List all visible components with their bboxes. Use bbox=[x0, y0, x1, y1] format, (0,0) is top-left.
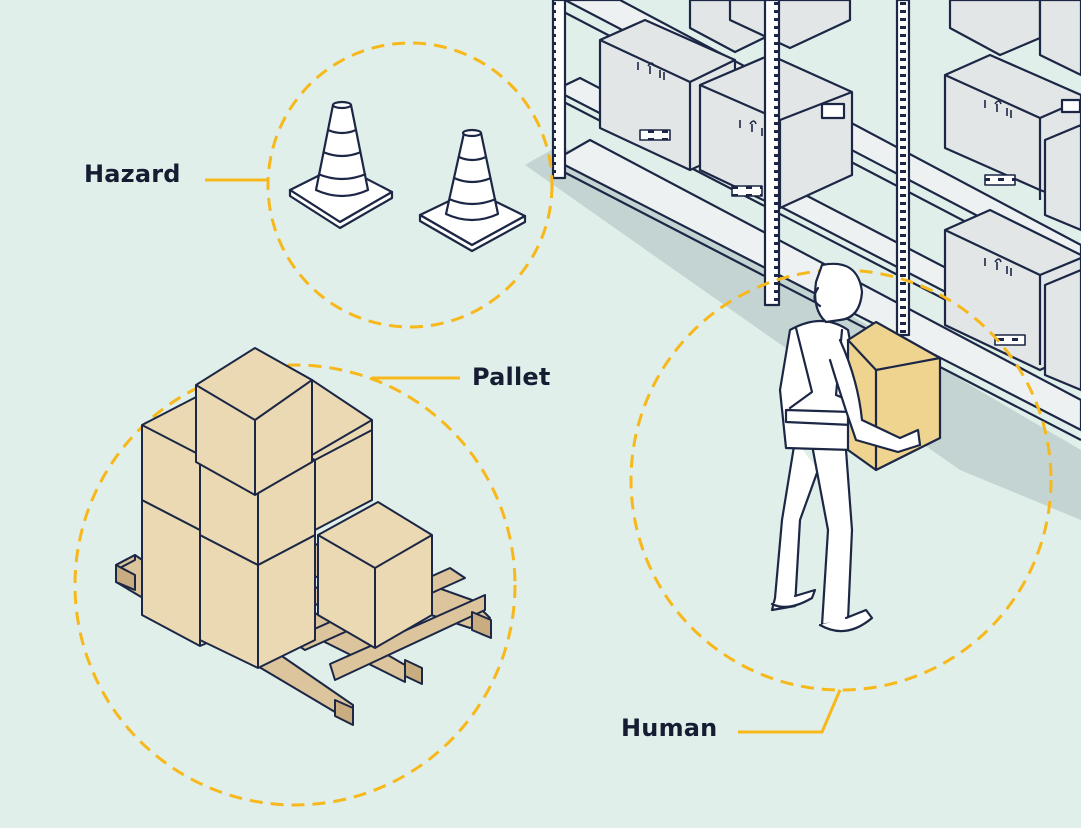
hazard-label: Hazard bbox=[84, 160, 181, 188]
traffic-cone-icon bbox=[418, 128, 527, 253]
shelving-rack-icon bbox=[525, 0, 1081, 520]
pallet-label: Pallet bbox=[472, 363, 551, 391]
warehouse-worker-icon bbox=[770, 262, 942, 633]
hazard-zone bbox=[205, 41, 554, 329]
cardboard-box-icon bbox=[141, 347, 433, 669]
traffic-cone-icon bbox=[288, 100, 394, 230]
pallet-zone bbox=[73, 363, 517, 807]
human-label: Human bbox=[621, 714, 718, 742]
